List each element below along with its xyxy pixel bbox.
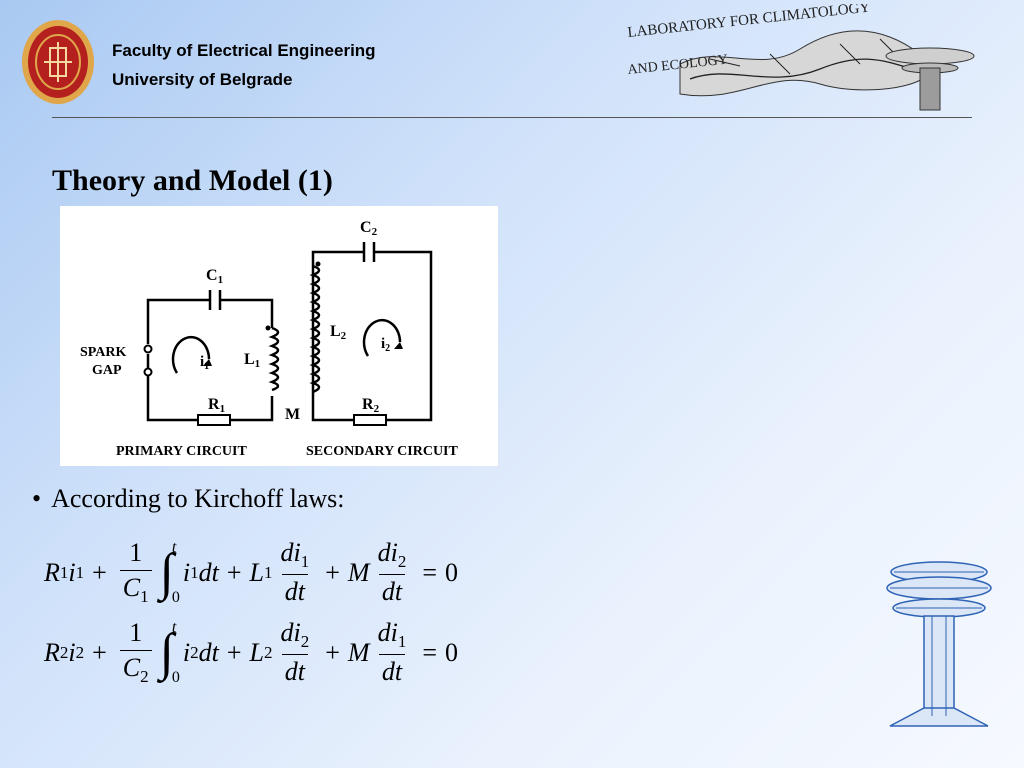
label-r1: R1 — [208, 396, 225, 415]
slide-title: Theory and Model (1) — [52, 164, 333, 197]
label-l1: L1 — [244, 351, 260, 370]
label-mutual-inductance: M — [285, 406, 300, 423]
faculty-name-block: Faculty of Electrical Engineering Univer… — [112, 36, 376, 94]
lab-logo: LABORATORY FOR CLIMATOLOGY AND ECOLOGY — [627, 4, 975, 111]
tesla-circuit-diagram: C1 C2 L1 L2 i1 i2 R1 R2 M SPARK GAP PRIM… — [60, 206, 498, 466]
bullet-dot: • — [32, 484, 42, 513]
university-name: University of Belgrade — [112, 70, 293, 89]
label-gap: GAP — [92, 363, 122, 378]
faculty-name: Faculty of Electrical Engineering — [112, 41, 376, 60]
label-primary-circuit: PRIMARY CIRCUIT — [116, 444, 247, 459]
label-l2: L2 — [330, 323, 347, 342]
label-c2: C2 — [360, 219, 378, 238]
tesla-tower-illustration — [886, 561, 992, 727]
label-secondary-circuit: SECONDARY CIRCUIT — [306, 444, 459, 459]
label-i2: i2 — [381, 336, 390, 354]
label-r2: R2 — [362, 396, 380, 415]
faculty-logo — [22, 20, 94, 104]
header-divider — [52, 117, 972, 118]
label-spark: SPARK — [80, 345, 127, 360]
label-c1: C1 — [206, 267, 223, 286]
label-i1: i1 — [200, 354, 209, 372]
bullet-item: • According to Kirchoff laws: — [32, 484, 345, 514]
bullet-text: According to Kirchoff laws: — [51, 484, 345, 513]
